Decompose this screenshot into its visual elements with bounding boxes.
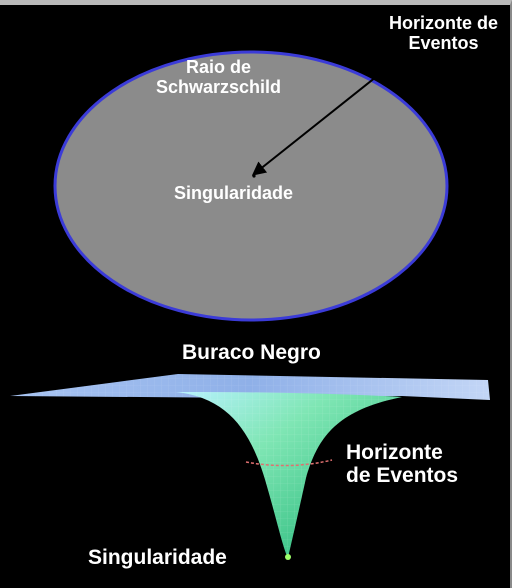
event-horizon-label-funnel: Horizonte de Eventos <box>346 441 459 488</box>
singularity-label-bottom: Singularidade <box>88 546 227 569</box>
schwarzschild-radius-arrow <box>251 67 389 176</box>
singularity-label-top: Singularidade <box>174 183 294 203</box>
event-horizon-label-top: Horizonte de Eventos <box>388 13 498 53</box>
singularity-point-bottom <box>285 554 291 560</box>
schwarzschild-radius-label: Raio de Schwarzschild <box>156 57 282 97</box>
singularity-point-top <box>252 174 256 178</box>
black-hole-title: Buraco Negro <box>182 341 321 364</box>
